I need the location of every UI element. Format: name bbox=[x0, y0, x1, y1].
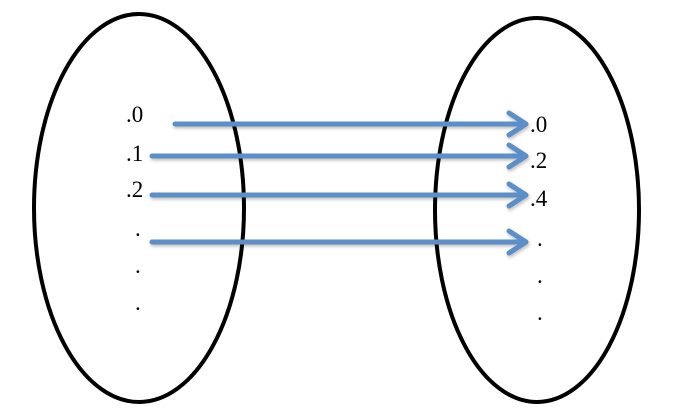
mapping-arrow bbox=[149, 142, 529, 170]
mapping-arrow bbox=[149, 181, 529, 209]
mapping-arrow bbox=[149, 228, 529, 256]
codomain-ellipsis-dot: . bbox=[537, 300, 543, 325]
domain-ellipsis-dot: . bbox=[135, 290, 141, 315]
codomain-ellipsis-dot: . bbox=[537, 263, 543, 288]
codomain-label: .2 bbox=[530, 148, 547, 173]
domain-set-ellipse bbox=[32, 12, 246, 404]
domain-label: .1 bbox=[126, 141, 143, 166]
domain-ellipsis-dot: . bbox=[135, 216, 141, 241]
domain-ellipsis-dot: . bbox=[135, 253, 141, 278]
codomain-label: .0 bbox=[530, 112, 547, 137]
codomain-ellipsis-dot: . bbox=[537, 226, 543, 251]
domain-label: .0 bbox=[126, 102, 143, 127]
codomain-label: .4 bbox=[530, 186, 548, 211]
codomain-set-ellipse bbox=[433, 16, 641, 404]
domain-label: .2 bbox=[126, 177, 143, 202]
mapping-arrow bbox=[172, 110, 529, 138]
